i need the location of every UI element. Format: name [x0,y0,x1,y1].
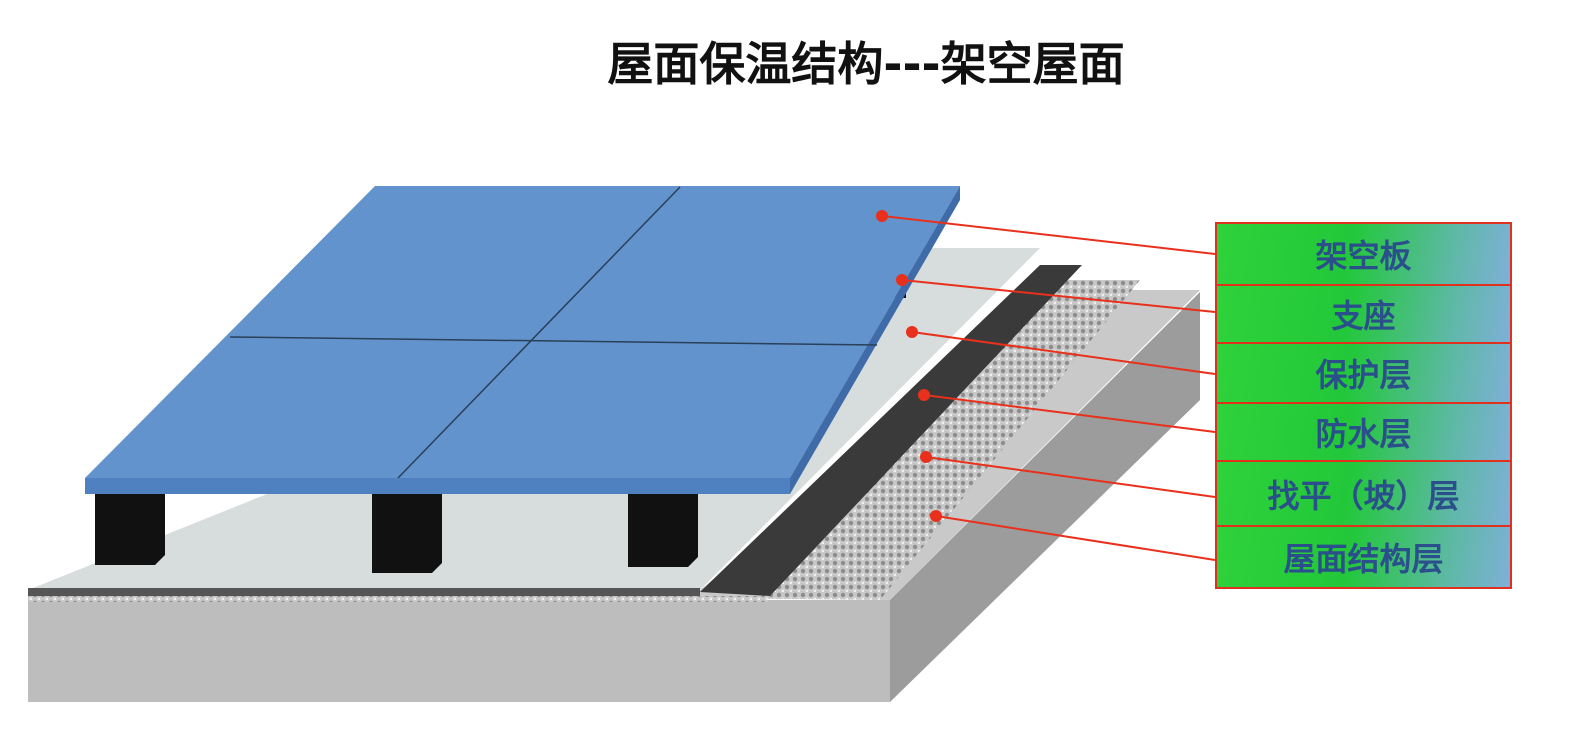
leader-dot [896,274,908,286]
pedestals [95,260,906,573]
leader-dot [876,210,888,222]
leveling-layer [760,280,1140,600]
legend-item-protection-layer: 保护层 [1215,342,1512,404]
leader-dot [918,389,930,401]
legend-item-raised-panel: 架空板 [1215,222,1512,286]
legend-item-structural-layer: 屋面结构层 [1215,525,1512,589]
raised-panel [85,186,960,494]
page-title: 屋面保温结构---架空屋面 [607,37,1125,91]
leader-dot [930,510,942,522]
leader-lines [876,210,1216,561]
layer-legend: 架空板 支座 保护层 防水层 找平（坡）层 屋面结构层 [1215,222,1512,589]
leader-dot [920,451,932,463]
pedestal [628,493,688,567]
leader-dot [906,326,918,338]
pedestal [95,493,155,565]
legend-item-waterproof-layer: 防水层 [1215,402,1512,462]
legend-item-pedestal: 支座 [1215,284,1512,344]
pedestal [372,493,432,573]
waterproof-layer [700,265,1082,596]
legend-item-leveling-layer: 找平（坡）层 [1215,460,1512,527]
